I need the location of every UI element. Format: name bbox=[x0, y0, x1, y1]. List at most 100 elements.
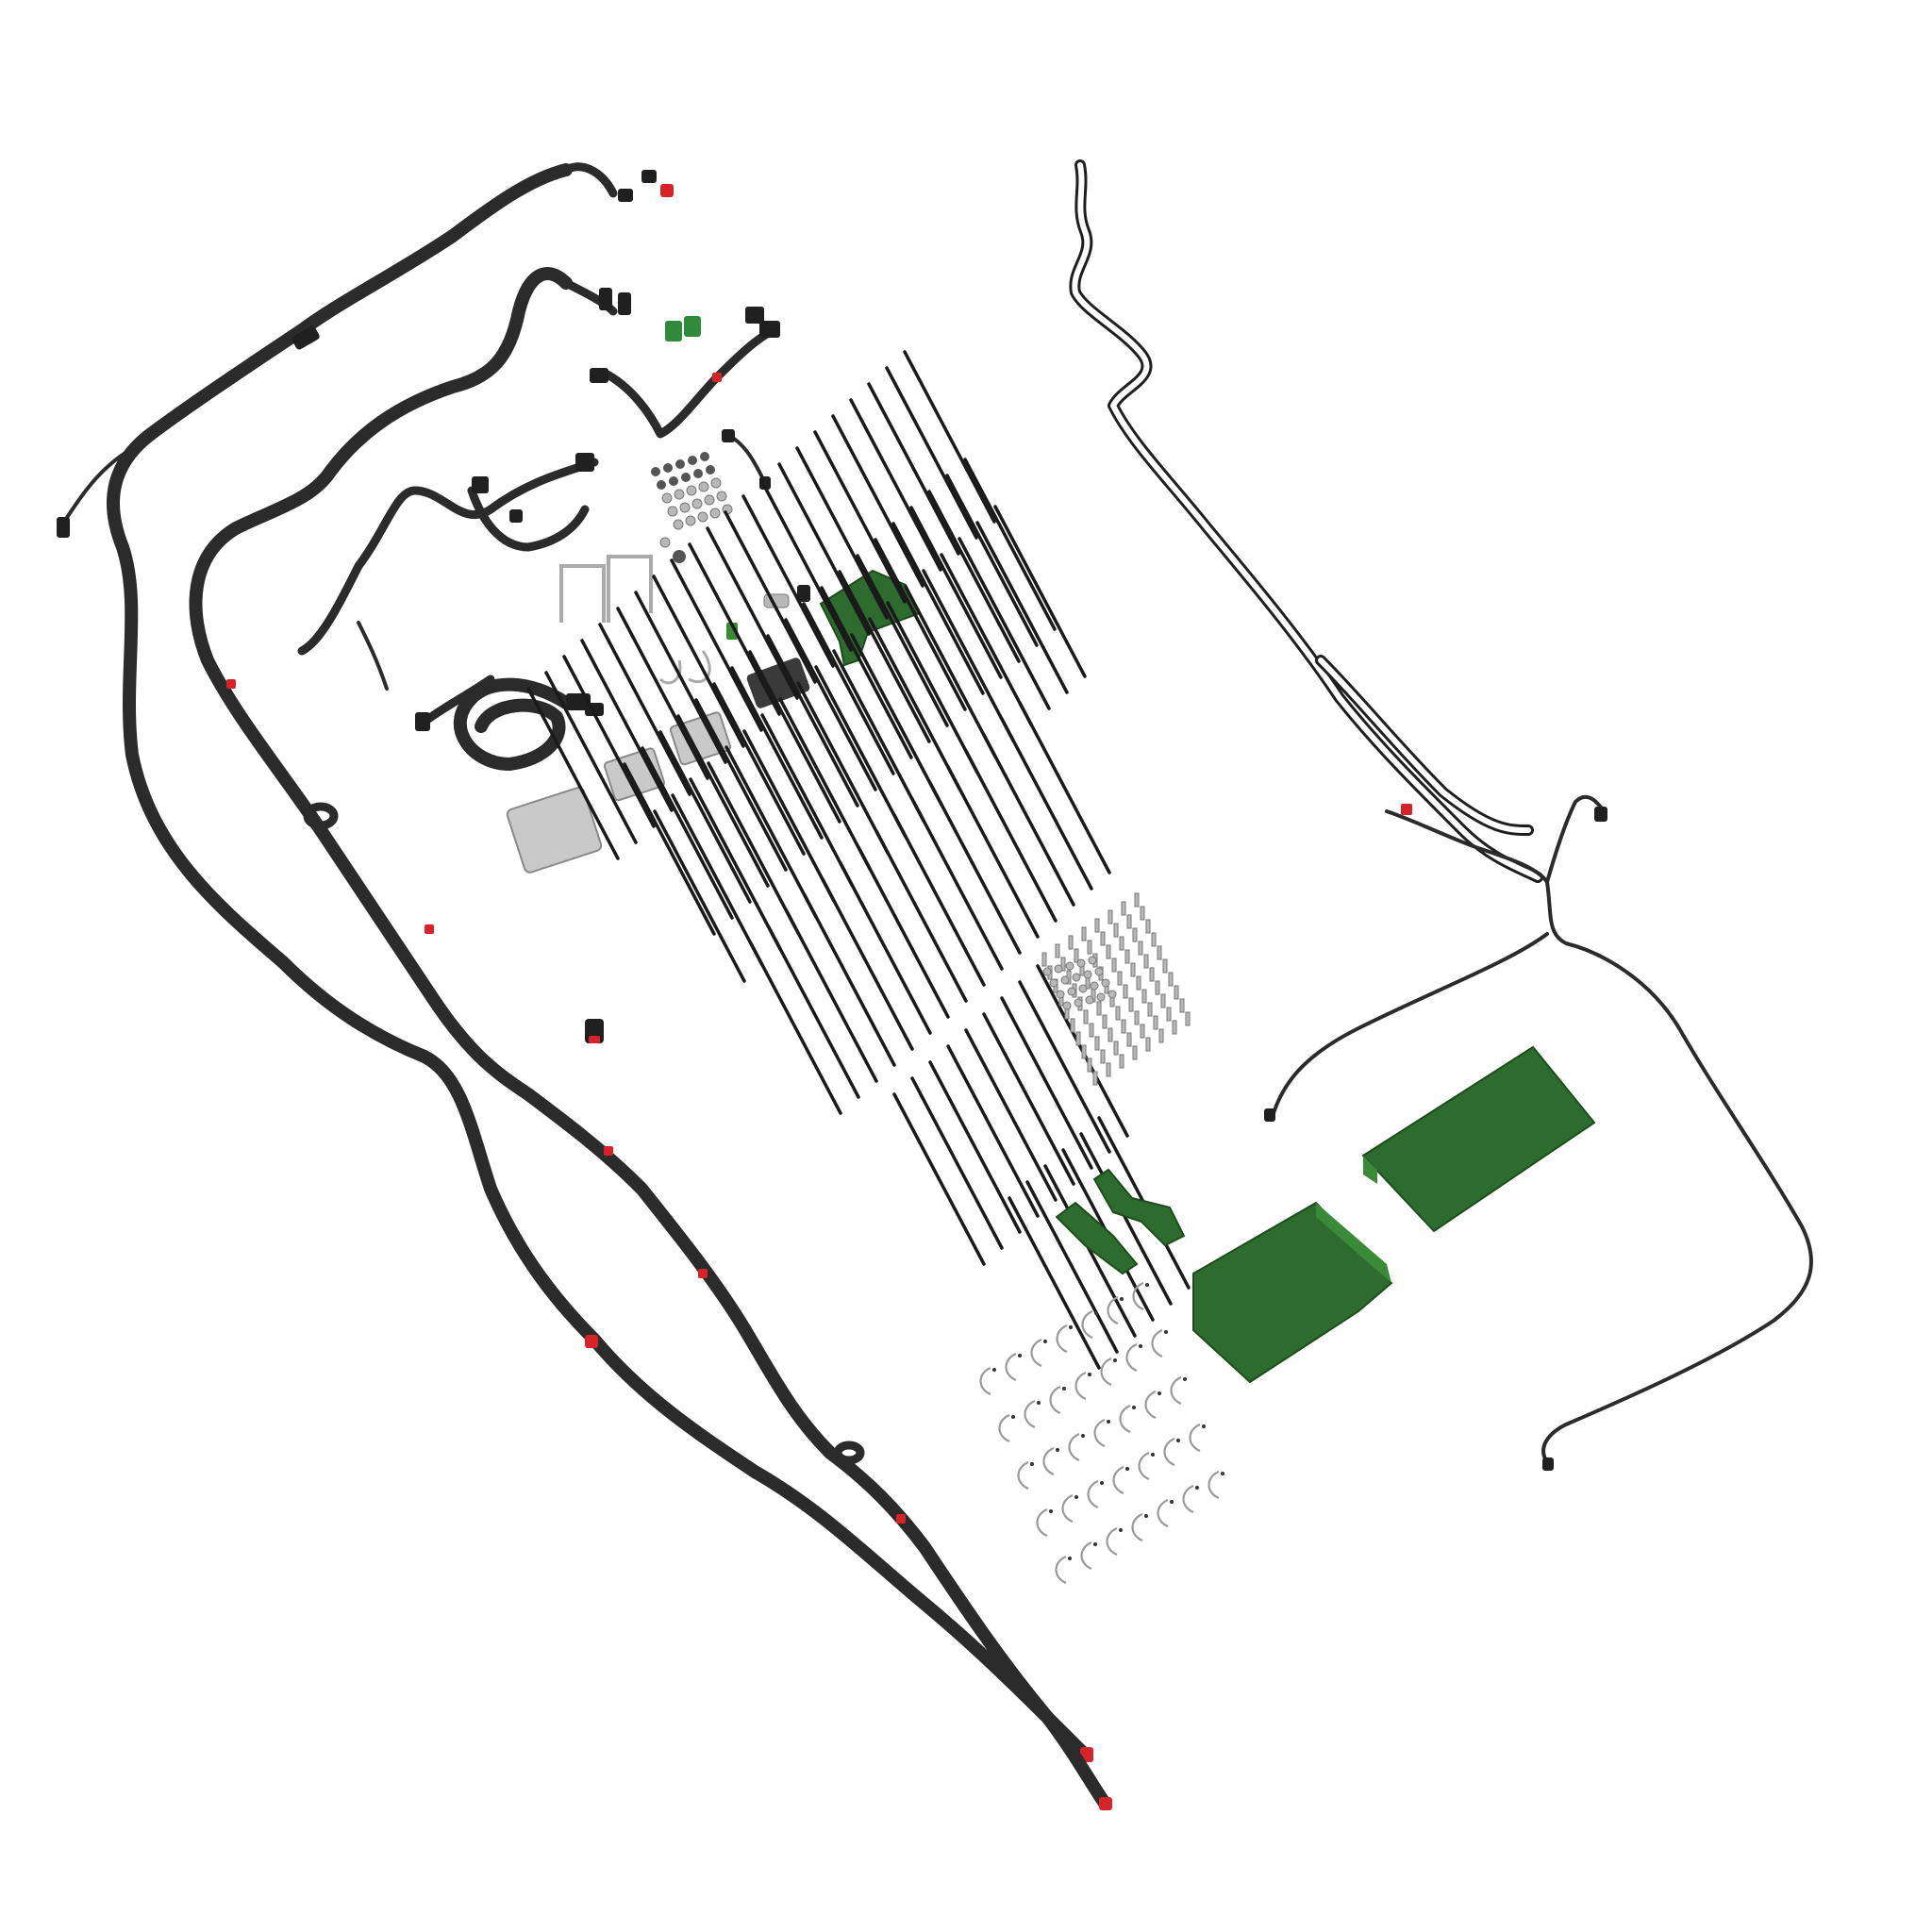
clip-end bbox=[1120, 1297, 1124, 1301]
cable-tie bbox=[634, 591, 727, 764]
cable-tie bbox=[1018, 701, 1111, 874]
bolt bbox=[1172, 1020, 1177, 1035]
bolt bbox=[1108, 909, 1113, 924]
bolt bbox=[1179, 998, 1185, 1013]
cable-tie bbox=[1008, 1196, 1101, 1370]
cable-tie bbox=[945, 474, 1039, 647]
cable-tie bbox=[741, 494, 835, 668]
cable-tie bbox=[694, 698, 788, 872]
washer bbox=[1042, 967, 1052, 976]
cable-tie bbox=[850, 633, 943, 807]
bolt bbox=[1094, 918, 1100, 933]
clip-end bbox=[1030, 1462, 1034, 1466]
hose-clip bbox=[1049, 1385, 1061, 1415]
hose-clip bbox=[1030, 1338, 1042, 1368]
washer bbox=[1096, 992, 1106, 1002]
clip-end bbox=[1088, 1373, 1091, 1376]
washer bbox=[1083, 970, 1092, 979]
hose-clip bbox=[1005, 1352, 1017, 1382]
cable-tie bbox=[892, 1092, 986, 1266]
cable-tie bbox=[760, 713, 854, 887]
bolt bbox=[1128, 997, 1134, 1012]
cable-tie bbox=[598, 623, 691, 796]
cable-tie bbox=[623, 762, 716, 936]
nut bbox=[704, 494, 715, 506]
cable-tie bbox=[803, 893, 896, 1067]
bolt bbox=[1138, 941, 1143, 956]
cable-tie bbox=[927, 490, 1021, 663]
washer bbox=[1085, 995, 1094, 1005]
u-bolts bbox=[559, 555, 653, 623]
bolt bbox=[1083, 1009, 1089, 1024]
bolt bbox=[1087, 1058, 1092, 1073]
cable-tie bbox=[813, 430, 907, 604]
cable-tie bbox=[940, 553, 1033, 726]
hose-clip bbox=[1157, 1498, 1169, 1528]
cable-tie bbox=[724, 745, 818, 919]
nut bbox=[697, 511, 708, 523]
nut bbox=[675, 459, 685, 469]
clip-end bbox=[1151, 1453, 1155, 1457]
hardware-fasteners bbox=[1041, 892, 1191, 1086]
clip-end bbox=[1119, 1528, 1123, 1532]
hose-clip bbox=[1189, 1423, 1201, 1453]
hose-clip bbox=[979, 1366, 991, 1396]
cable-tie bbox=[748, 650, 841, 824]
washer bbox=[1065, 961, 1074, 971]
hose-clip bbox=[1144, 1390, 1157, 1420]
bolt bbox=[1162, 958, 1168, 974]
cable-tie bbox=[730, 666, 824, 840]
cable-tie bbox=[885, 366, 978, 540]
bolt bbox=[1081, 926, 1087, 941]
nut bbox=[710, 477, 722, 489]
cable-tie bbox=[1000, 717, 1093, 891]
washer bbox=[1072, 973, 1081, 982]
hose-clip bbox=[1036, 1507, 1048, 1538]
cable-tie bbox=[839, 861, 932, 1035]
clip-end bbox=[1062, 1387, 1066, 1391]
clip-end bbox=[1132, 1406, 1136, 1409]
cable-tie bbox=[832, 649, 925, 823]
cable-tie bbox=[886, 601, 979, 774]
hose-clip bbox=[1112, 1465, 1124, 1495]
washer bbox=[1062, 1001, 1072, 1010]
hose-clip bbox=[1119, 1404, 1131, 1434]
cable-tie bbox=[562, 655, 656, 828]
clip-end bbox=[1074, 1495, 1078, 1499]
nut bbox=[661, 492, 673, 504]
cable-tie bbox=[742, 729, 836, 903]
cable-tie bbox=[922, 569, 1015, 742]
hose-clip bbox=[1170, 1375, 1182, 1406]
bolt bbox=[1141, 989, 1147, 1004]
cable-tie bbox=[874, 538, 967, 711]
cable-tie bbox=[849, 398, 942, 572]
bolt bbox=[1134, 1010, 1140, 1025]
bolt bbox=[1102, 1014, 1108, 1029]
bolt bbox=[1119, 936, 1124, 951]
cable-tie bbox=[982, 733, 1075, 907]
clip-end bbox=[1125, 1467, 1129, 1471]
hose-clip bbox=[1151, 1328, 1163, 1358]
washer bbox=[1076, 958, 1086, 968]
cable-tie bbox=[1018, 980, 1111, 1154]
bolt bbox=[1155, 980, 1160, 995]
hose-clip bbox=[1093, 1418, 1106, 1448]
clip-end bbox=[1183, 1377, 1187, 1381]
nut bbox=[706, 465, 715, 475]
bolt bbox=[1126, 914, 1132, 929]
nut bbox=[686, 485, 697, 496]
hose-clip bbox=[1080, 1541, 1092, 1571]
cable-tie bbox=[1000, 996, 1093, 1170]
hose-clip bbox=[1100, 1357, 1112, 1387]
cable-tie bbox=[689, 777, 782, 951]
bolt bbox=[1158, 1028, 1164, 1043]
nut bbox=[669, 476, 678, 486]
sensor-harness-top bbox=[590, 307, 780, 490]
nut bbox=[685, 515, 696, 526]
hose-clip bbox=[1024, 1399, 1036, 1429]
hose-clip bbox=[1125, 1342, 1138, 1373]
hose-clip bbox=[1068, 1432, 1080, 1462]
bolt bbox=[1060, 957, 1066, 972]
bolt bbox=[1145, 1037, 1151, 1052]
cable-tie bbox=[821, 877, 914, 1051]
